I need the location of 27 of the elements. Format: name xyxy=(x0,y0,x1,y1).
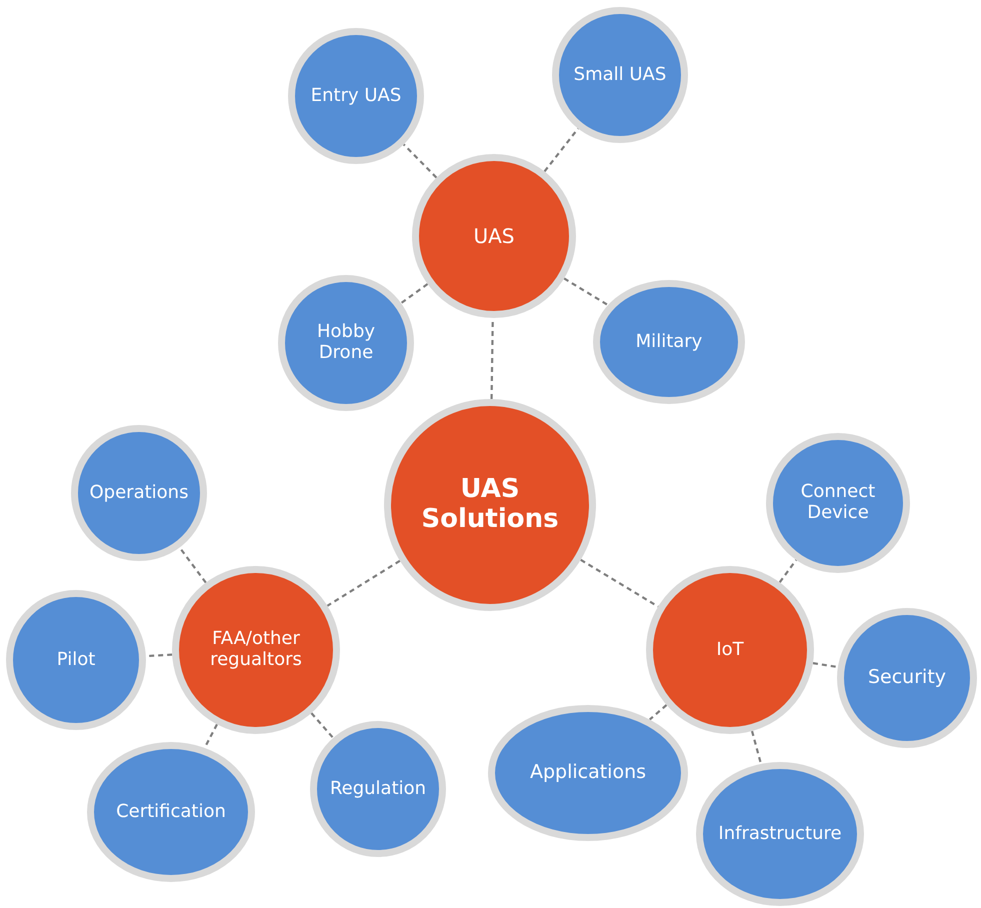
node-label: Military xyxy=(636,332,702,352)
dashed-connector xyxy=(544,128,579,172)
node-label: Applications xyxy=(530,762,646,784)
node-label: UAS xyxy=(473,224,514,248)
dashed-connector xyxy=(400,283,428,304)
dashed-connector xyxy=(326,560,400,607)
node-label: Hobby Drone xyxy=(316,322,376,364)
dashed-connector xyxy=(750,730,762,764)
dashed-connector xyxy=(580,558,659,608)
dashed-connector xyxy=(812,662,838,668)
node-label: Small UAS xyxy=(574,64,666,86)
node-label: Regulation xyxy=(330,778,426,800)
node-label: Connect Device xyxy=(800,482,876,524)
node-label: IoT xyxy=(716,640,744,660)
node-label: Pilot xyxy=(56,650,96,670)
dashed-connector xyxy=(178,546,207,584)
node-label: FAA/other regualtors xyxy=(209,629,303,671)
node-label: Entry UAS xyxy=(310,86,402,106)
node-label: UAS Solutions xyxy=(420,475,560,535)
dashed-connector xyxy=(778,559,798,583)
dashed-connector xyxy=(310,712,334,739)
node-label: Certification xyxy=(116,802,226,822)
node-label: Infrastructure xyxy=(718,824,842,844)
node-label: Operations xyxy=(90,482,188,504)
dashed-connector xyxy=(564,278,609,306)
dashed-connector xyxy=(402,144,438,178)
node-label: Security xyxy=(868,667,946,689)
